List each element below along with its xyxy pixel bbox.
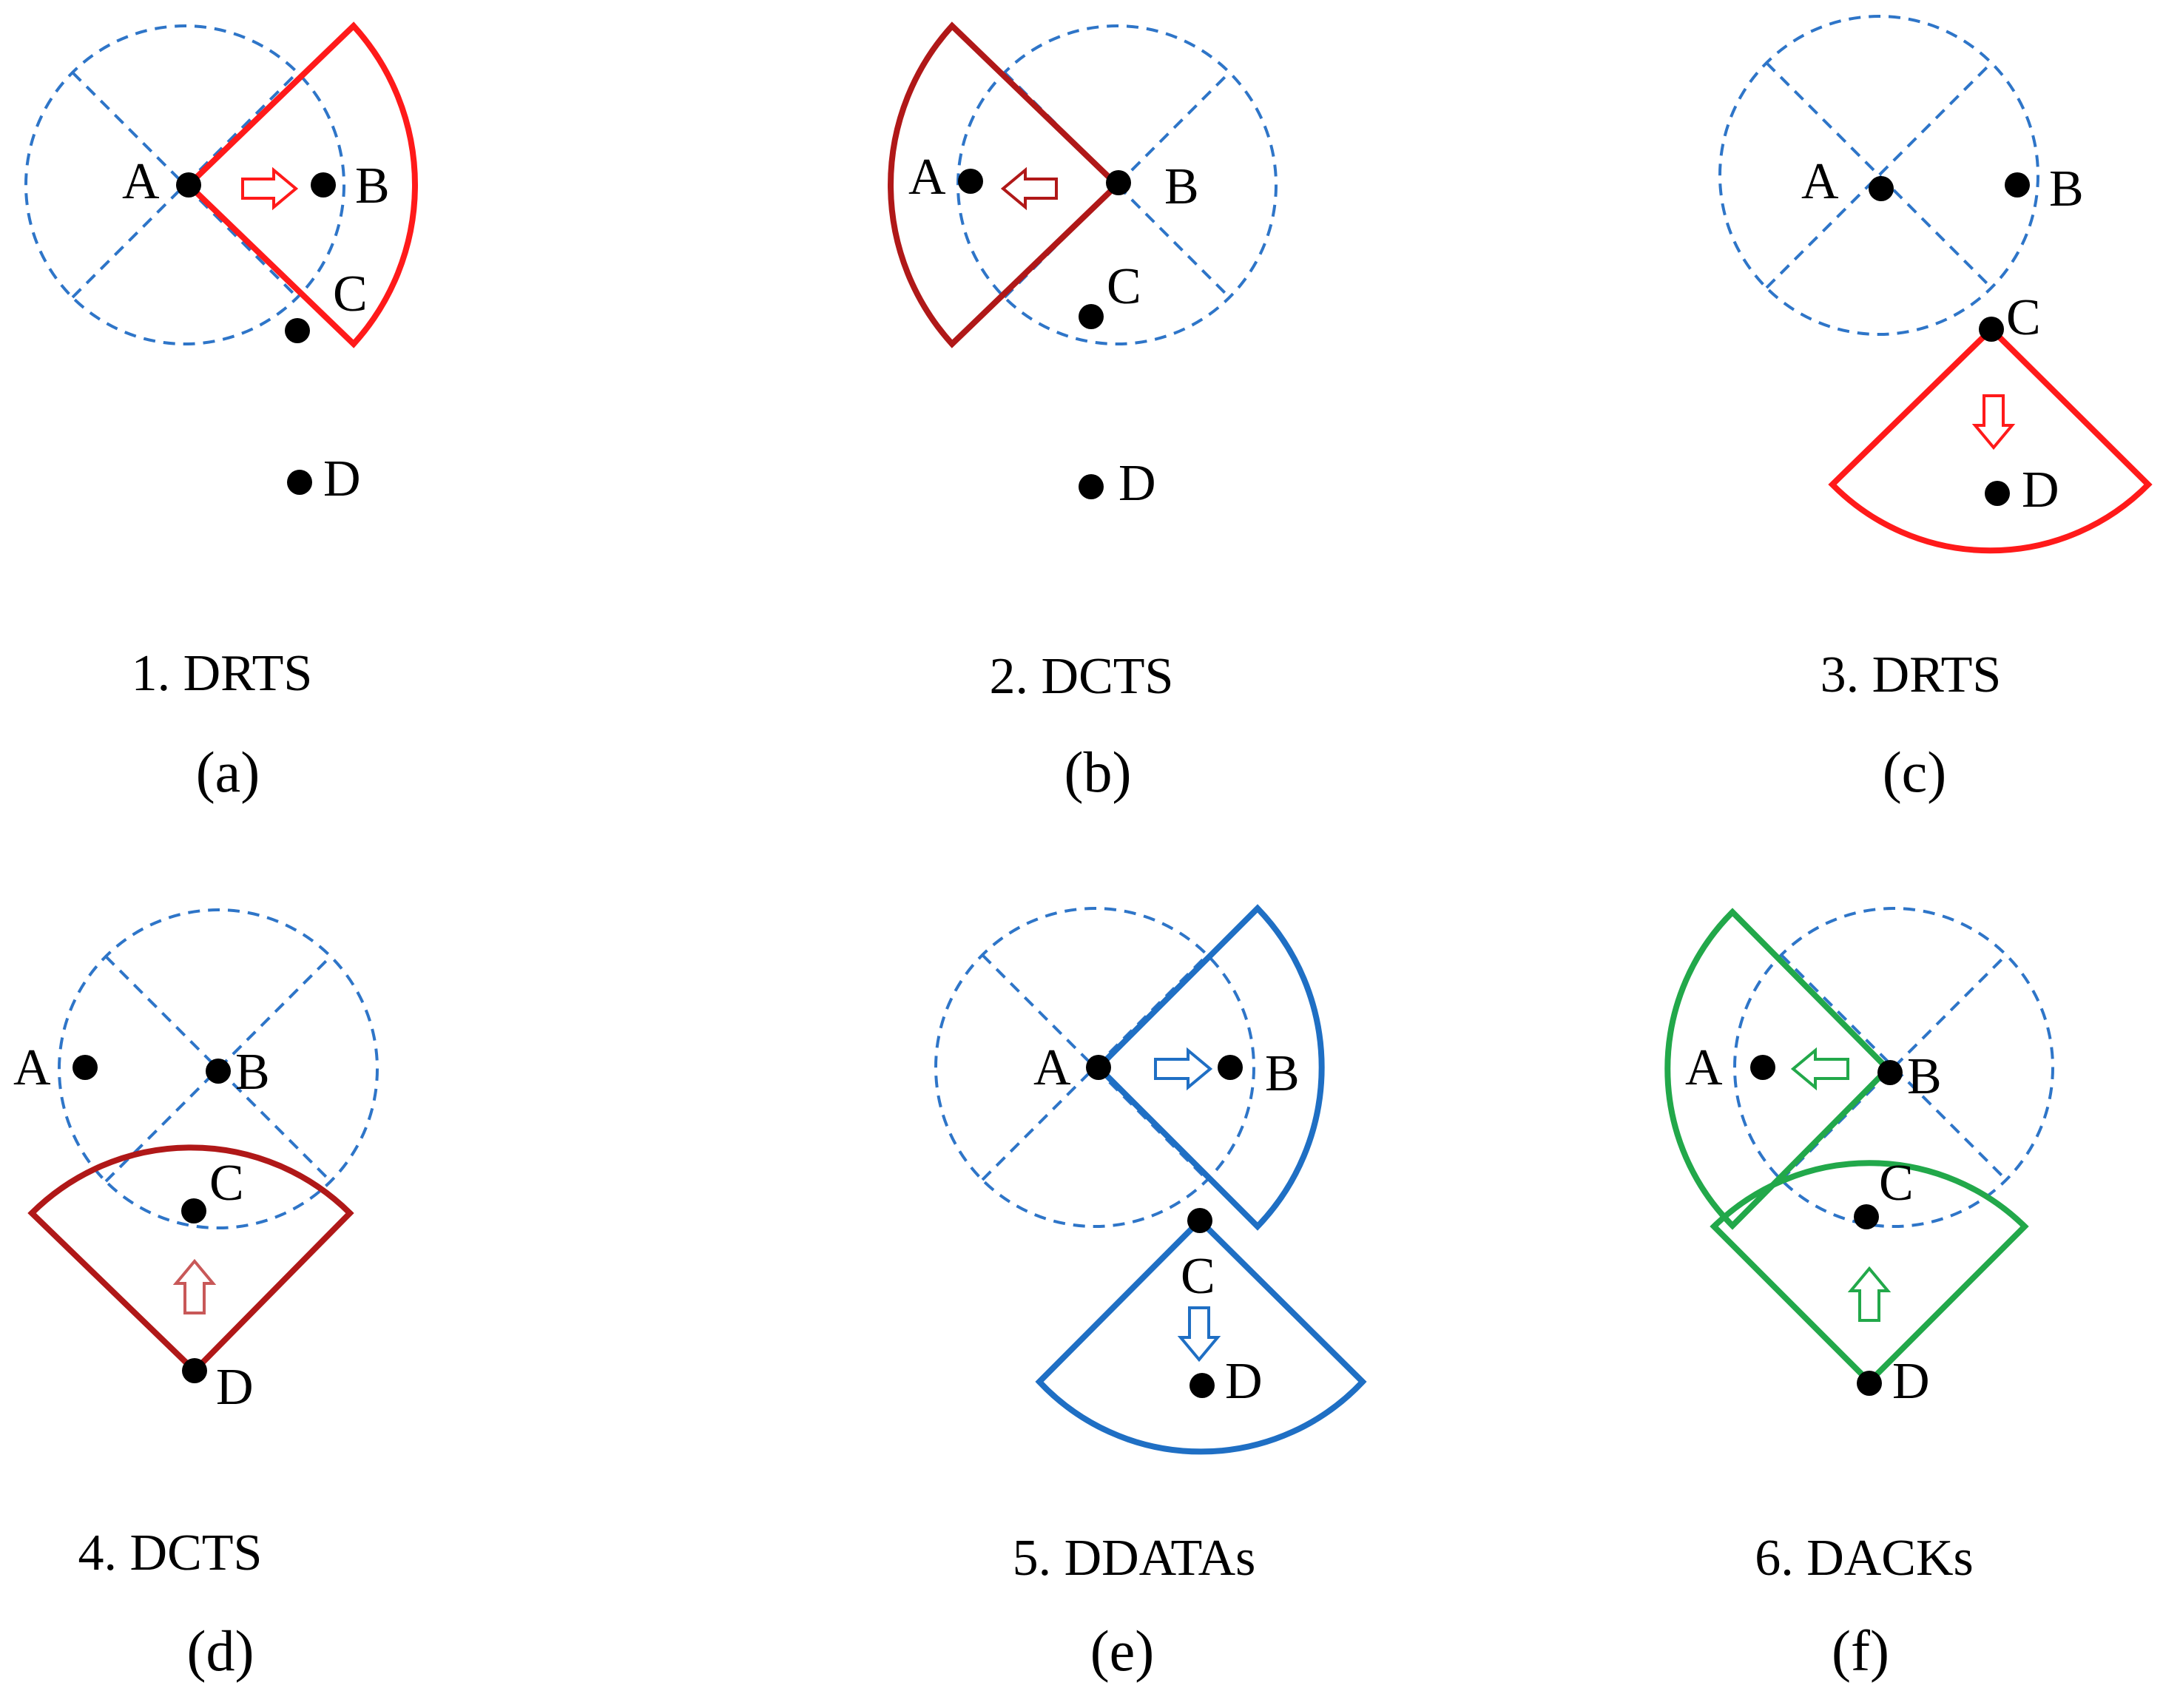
panel-caption: 2. DCTS <box>990 648 1174 705</box>
node-d <box>1857 1371 1882 1396</box>
dashed-diagonal <box>1765 61 1993 289</box>
panel-caption: 5. DDATAs <box>1013 1530 1256 1587</box>
node-label-b: B <box>355 158 390 215</box>
panel-a: A B C D 1. DRTS (a) <box>24 21 418 804</box>
node-d <box>1079 474 1104 499</box>
dashed-range-circle <box>934 907 1255 1228</box>
down-arrow-icon <box>1177 1306 1221 1363</box>
directional-beam-blue <box>1035 1216 1367 1455</box>
node-b <box>1218 1055 1243 1080</box>
directional-beam-blue <box>1094 904 1325 1231</box>
panel-label: (f) <box>1832 1618 1889 1683</box>
dashed-diagonal <box>1780 953 2008 1181</box>
dashed-range-circle <box>956 24 1278 345</box>
panel-caption: 1. DRTS <box>132 645 313 702</box>
dashed-diagonal <box>1003 71 1231 299</box>
panel-e: A B C D 5. DDATAs (e) <box>934 904 1367 1683</box>
panel-label: (e) <box>1090 1618 1155 1683</box>
dashed-diagonal <box>71 71 299 299</box>
node-c <box>1079 304 1104 329</box>
node-label-c: C <box>1879 1155 1914 1212</box>
panel-f: A B C D 6. DACKs (f) <box>1664 907 2054 1683</box>
dashed-diagonal <box>104 955 332 1183</box>
node-a <box>1869 176 1894 201</box>
node-a <box>958 169 983 194</box>
panel-caption: 3. DRTS <box>1821 647 2002 703</box>
panel-b: A B C D 2. DCTS (b) <box>888 21 1278 804</box>
directional-beam-red <box>184 21 418 348</box>
directional-beam-red <box>1828 325 2153 554</box>
node-a <box>72 1055 98 1080</box>
node-label-c: C <box>333 266 368 323</box>
right-arrow-icon <box>1154 1047 1213 1091</box>
panel-caption: 4. DCTS <box>78 1525 263 1582</box>
node-label-b: B <box>1907 1048 1942 1105</box>
left-arrow-icon <box>1000 166 1058 211</box>
node-b <box>206 1059 231 1084</box>
node-b <box>2005 172 2030 198</box>
dashed-range-circle <box>24 24 345 345</box>
node-b <box>311 172 336 198</box>
node-label-b: B <box>235 1044 270 1101</box>
panel-label: (c) <box>1883 740 1947 804</box>
node-c <box>1187 1208 1212 1233</box>
dashed-diagonal <box>104 955 332 1183</box>
node-b <box>1106 170 1131 195</box>
dashed-range-circle <box>1733 907 2054 1228</box>
node-d <box>1190 1373 1215 1398</box>
node-d <box>287 470 312 495</box>
panel-caption: 6. DACKs <box>1755 1530 1974 1587</box>
up-arrow-icon <box>172 1258 217 1314</box>
panel-c: A B C D 3. DRTS (c) <box>1718 15 2153 804</box>
down-arrow-icon <box>1971 394 2016 450</box>
node-c <box>285 318 310 343</box>
node-a <box>1750 1055 1775 1080</box>
node-label-d: D <box>1225 1353 1263 1410</box>
node-label-a: A <box>908 149 946 206</box>
node-label-d: D <box>323 450 361 507</box>
node-label-c: C <box>209 1155 244 1212</box>
node-label-a: A <box>1033 1039 1071 1096</box>
directional-beam-green <box>1710 1160 2029 1386</box>
node-a <box>176 172 201 198</box>
node-label-d: D <box>216 1359 254 1416</box>
node-label-c: C <box>2006 289 2041 346</box>
panel-label: (a) <box>196 740 260 804</box>
node-a <box>1086 1055 1111 1080</box>
node-d <box>182 1358 207 1383</box>
node-label-b: B <box>1265 1045 1300 1102</box>
node-label-b: B <box>1164 158 1199 215</box>
left-arrow-icon <box>1790 1047 1849 1091</box>
node-c <box>1854 1204 1879 1229</box>
node-label-a: A <box>1685 1039 1723 1096</box>
node-label-c: C <box>1181 1248 1215 1305</box>
node-label-d: D <box>1118 455 1156 512</box>
panel-label: (d) <box>187 1618 254 1683</box>
dashed-range-circle <box>1718 15 2039 336</box>
right-arrow-icon <box>241 166 299 211</box>
node-c <box>181 1198 206 1223</box>
dashed-diagonal <box>1003 71 1231 299</box>
node-label-d: D <box>2022 462 2059 519</box>
panel-d: A B C D 4. DCTS (d) <box>13 908 379 1683</box>
dashed-diagonal <box>1780 953 2008 1181</box>
up-arrow-icon <box>1847 1266 1892 1322</box>
node-label-a: A <box>122 153 160 210</box>
directional-beam-darkred <box>27 1144 354 1375</box>
node-label-a: A <box>1801 153 1839 210</box>
node-label-a: A <box>13 1039 51 1096</box>
node-label-b: B <box>2049 161 2084 217</box>
dashed-range-circle <box>58 908 379 1229</box>
panel-label: (b) <box>1064 740 1132 804</box>
node-d <box>1985 481 2010 506</box>
node-label-d: D <box>1892 1353 1930 1410</box>
dashed-diagonal <box>1765 61 1993 289</box>
directional-beam-darkred <box>888 21 1121 348</box>
directional-beam-green <box>1664 908 1892 1230</box>
dashed-diagonal <box>71 71 299 299</box>
node-b <box>1877 1060 1903 1085</box>
node-c <box>1979 317 2004 342</box>
node-label-c: C <box>1107 258 1141 315</box>
